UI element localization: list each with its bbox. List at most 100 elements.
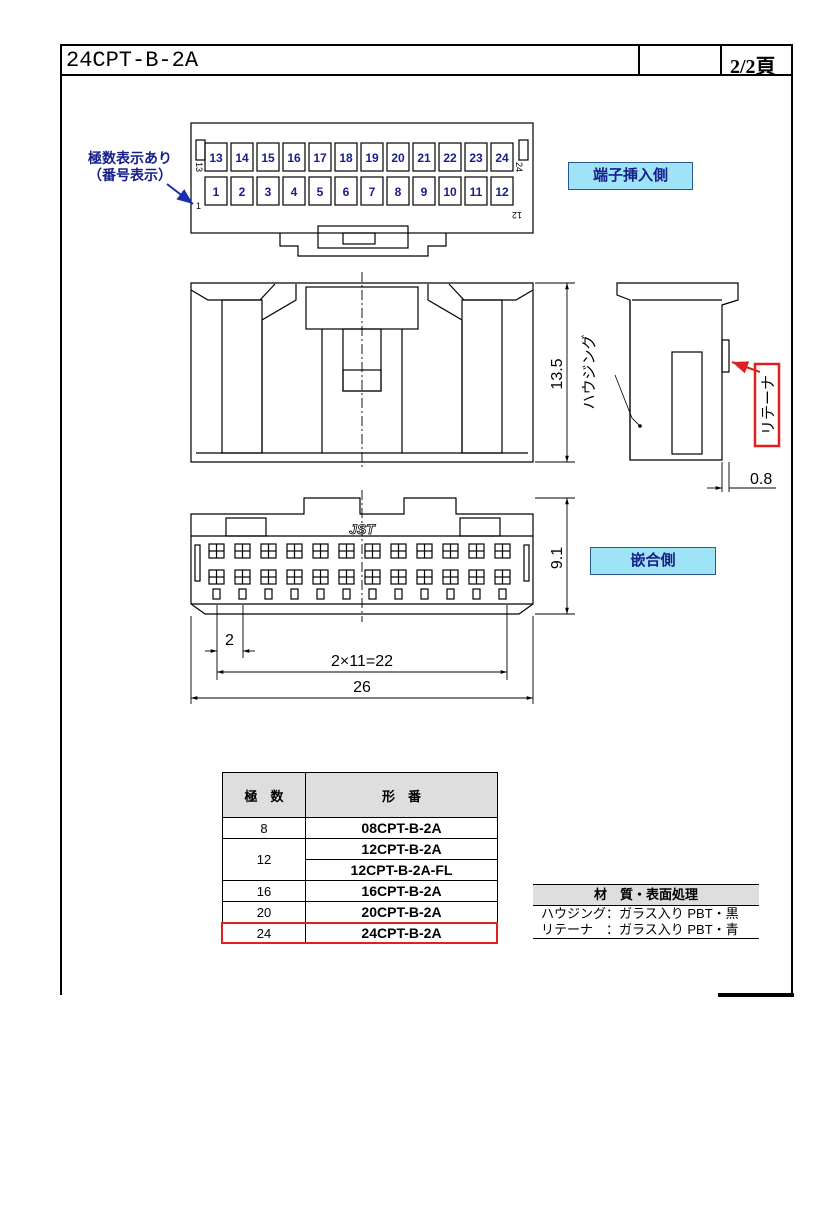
pin-number: 13: [209, 151, 223, 165]
pin-cell: [386, 176, 410, 206]
pin-cell: [490, 142, 514, 172]
pin-cell: [308, 142, 332, 172]
pin-number: 8: [395, 185, 402, 199]
page-number: 2/2頁: [730, 56, 776, 78]
pin-cell: [464, 176, 488, 206]
pole-display-arrow: [166, 183, 194, 205]
terminal-cavities: [208, 543, 511, 600]
lance-slot: [394, 588, 403, 600]
pin-number: 2: [239, 185, 246, 199]
mating-side-view: [190, 490, 534, 622]
pin-number: 5: [317, 185, 324, 199]
pin-number: 14: [235, 151, 249, 165]
pitch-span-label: 2×11=22: [331, 653, 393, 670]
pin-number: 24: [495, 151, 509, 165]
lance-slot: [368, 588, 377, 600]
pole-display-line2: （番号表示）: [88, 167, 172, 183]
lance-slot: [238, 588, 247, 600]
pin-cell: [282, 142, 306, 172]
retainer-label: リテーナ: [760, 375, 777, 435]
pin-number: 9: [421, 185, 428, 199]
pin-number: 11: [470, 185, 483, 199]
retainer-offset-label: 0.8: [750, 471, 772, 488]
poles-cell: 8: [222, 817, 306, 839]
housing-leader: [614, 374, 641, 427]
pin-number: 6: [343, 185, 350, 199]
side-view: [616, 282, 739, 461]
pin-number: 23: [469, 151, 483, 165]
pin-cell: [412, 142, 436, 172]
pin-cell: [256, 142, 280, 172]
table-row: 12 12CPT-B-2A: [222, 838, 498, 881]
pole-display-note: 極数表示あり （番号表示）: [80, 150, 180, 184]
pin-cell: [464, 142, 488, 172]
part-cell: 20CPT-B-2A: [305, 901, 498, 923]
pin-number: 18: [339, 151, 353, 165]
current-part-highlight: [221, 922, 498, 944]
corner-label-13: 13: [194, 162, 204, 172]
part-cell: 12CPT-B-2A-FL: [305, 859, 498, 881]
part-header: 形 番: [305, 772, 498, 818]
title-divider: [638, 46, 640, 74]
retainer-highlight: [753, 362, 781, 448]
pin-number: 1: [213, 185, 220, 199]
pin-number: 3: [265, 185, 272, 199]
pin-cell: [334, 176, 358, 206]
pin-cell: [360, 142, 384, 172]
table-row: 16 16CPT-B-2A: [222, 880, 498, 902]
housing-label: ハウジング: [581, 334, 598, 409]
mating-height-label: 9.1: [549, 547, 566, 569]
housing-leader-dot: [638, 424, 642, 428]
pin-number: 17: [313, 151, 327, 165]
lance-slot: [212, 588, 221, 600]
lance-slot: [342, 588, 351, 600]
pole-display-line1: 極数表示あり: [88, 150, 172, 166]
pin-number: 19: [365, 151, 379, 165]
part-cell: 08CPT-B-2A: [305, 817, 498, 839]
pin-cell: [438, 142, 462, 172]
pin-cell: [230, 176, 254, 206]
jst-logo: JST: [349, 521, 376, 537]
pin-number: 22: [443, 151, 457, 165]
pin-cell: [360, 176, 384, 206]
lance-slot: [498, 588, 507, 600]
materials-block: 材 質・表面処理 ハウジング：ガラス入り PBT・黒 リテーナ ：ガラス入り P…: [533, 884, 759, 939]
pin-cell: [490, 176, 514, 206]
poles-cell: 16: [222, 880, 306, 902]
pin-number: 20: [391, 151, 405, 165]
corner-label-24: 24: [514, 162, 524, 172]
retainer-offset-dimension: [707, 462, 776, 492]
table-row: 20 20CPT-B-2A: [222, 901, 498, 923]
pin-cell: [308, 176, 332, 206]
front-view: [190, 272, 534, 470]
pin-number: 12: [495, 185, 509, 199]
part-cell: 16CPT-B-2A: [305, 880, 498, 902]
part-number-table: 極 数 形 番 8 08CPT-B-2A 12 12CPT-B-2A 12CPT…: [222, 772, 498, 944]
pin-cell: [334, 142, 358, 172]
corner-label-1: 1: [196, 201, 201, 211]
pin-number: 7: [369, 185, 376, 199]
pin-number: 21: [417, 151, 431, 165]
height-dim-label: 13.5: [549, 358, 566, 389]
pitch-label: 2: [225, 632, 234, 649]
pin-cell: [256, 176, 280, 206]
table-row: 8 08CPT-B-2A: [222, 817, 498, 839]
materials-row-retainer: リテーナ ：ガラス入り PBT・青: [533, 922, 759, 939]
lance-slot: [446, 588, 455, 600]
frame-bottom-bar: [718, 993, 794, 997]
part-number-title: 24CPT-B-2A: [66, 48, 199, 73]
pin-cell: [230, 142, 254, 172]
pin-cell: [386, 142, 410, 172]
pin-cell: [204, 176, 228, 206]
pin-number: 15: [261, 151, 275, 165]
part-cell: 12CPT-B-2A: [305, 838, 498, 860]
lance-slot: [316, 588, 325, 600]
terminal-side-label: 端子挿入側: [568, 162, 693, 190]
materials-row-housing: ハウジング：ガラス入り PBT・黒: [541, 906, 739, 921]
poles-cell: 12: [222, 838, 306, 881]
poles-header: 極 数: [222, 772, 306, 818]
